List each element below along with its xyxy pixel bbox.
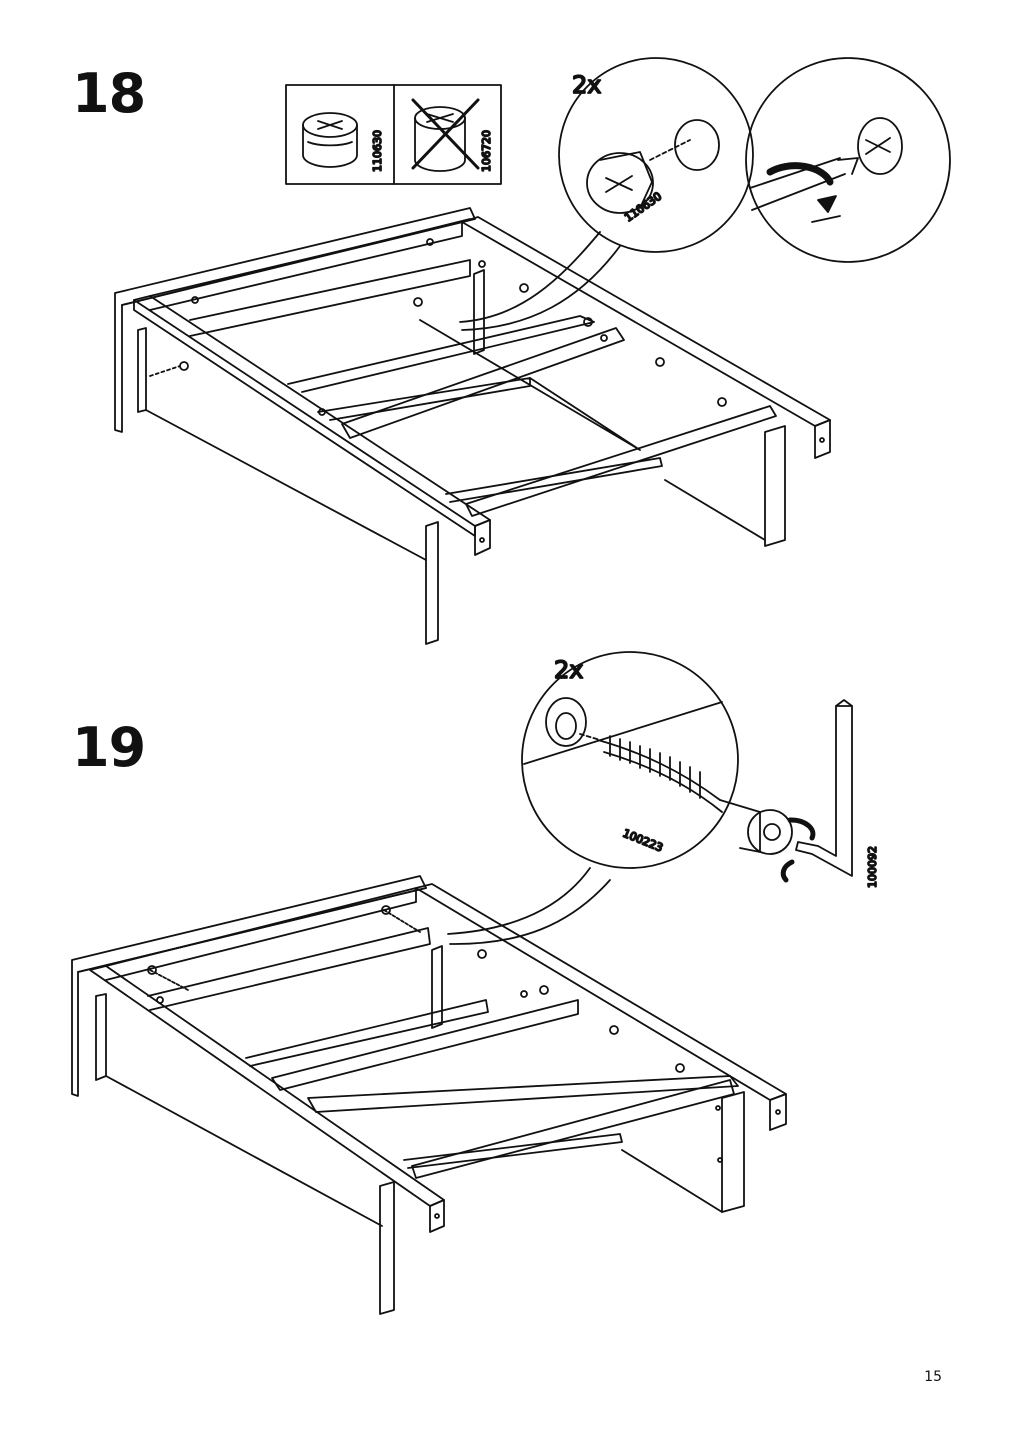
cross-out-icon <box>411 98 480 170</box>
bed-frame-19 <box>71 875 787 1315</box>
wrong-part-code: 106720 <box>480 130 493 172</box>
screwdriver-detail <box>745 57 951 263</box>
quantity-label: 2x <box>554 656 583 684</box>
detail-part-code: 110630 <box>622 190 664 225</box>
page-number: 15 <box>924 1369 942 1385</box>
bolt-part-code: 100223 <box>621 827 665 855</box>
bed-frame-18 <box>114 207 831 645</box>
ok-part-code: 110630 <box>371 130 384 172</box>
part-comparison-box: 110630 106720 <box>285 84 502 185</box>
cam-lock-icon <box>302 112 358 168</box>
key-part-code: 100092 <box>866 846 879 888</box>
step-19-number: 19 <box>72 716 146 779</box>
allen-key-icon: 100092 <box>780 699 880 889</box>
step-18-number: 18 <box>72 62 146 125</box>
cam-lock-detail: 2x 110630 <box>459 57 754 331</box>
quantity-label: 2x <box>572 71 601 99</box>
bolt-detail: 2x 100223 <box>447 651 793 945</box>
